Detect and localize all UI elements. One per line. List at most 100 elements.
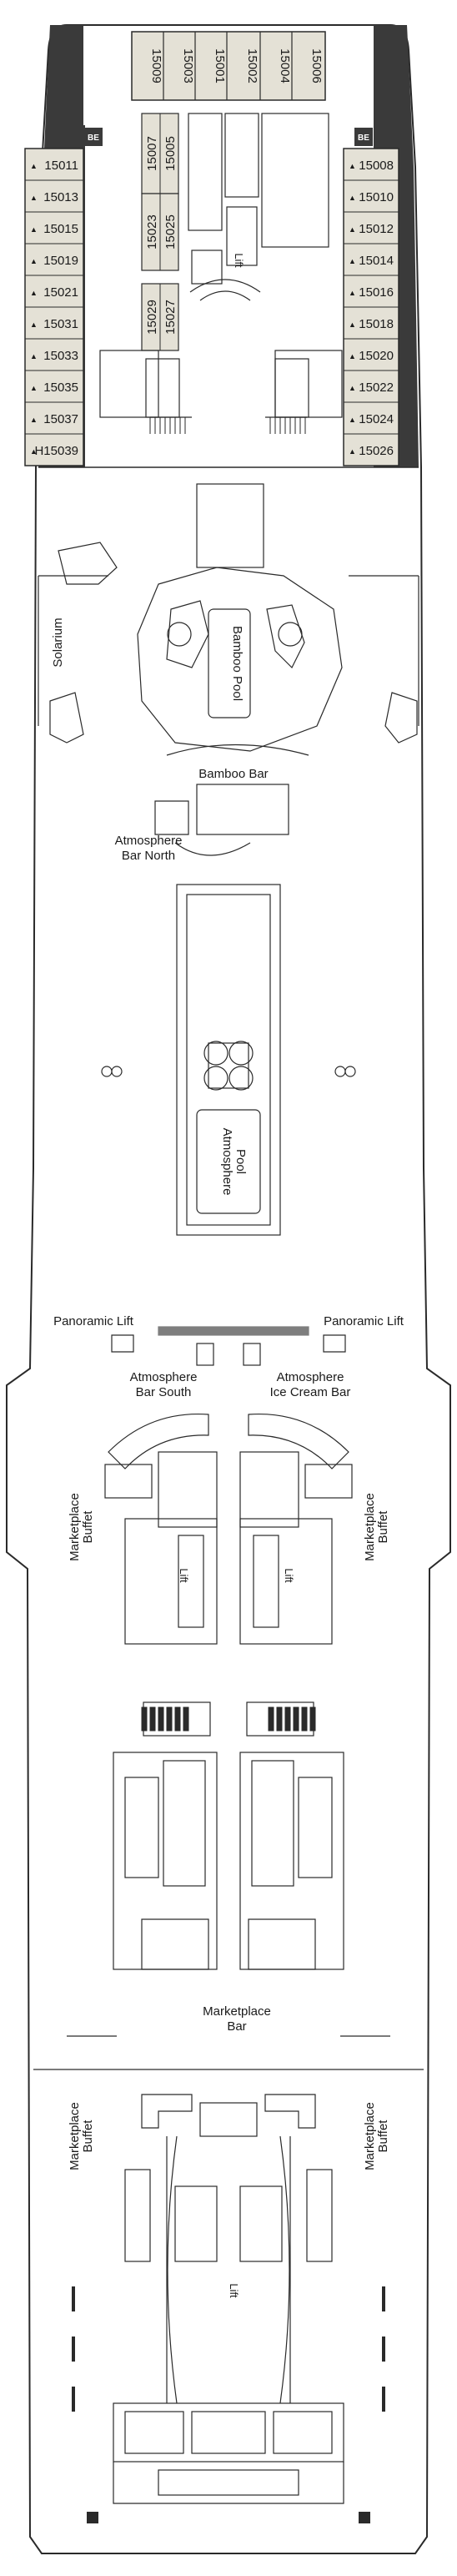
left-marker-icon: ▲ [30,384,38,392]
left-marker-icon: ▲ [30,447,38,456]
marketplace-buffet-left-2: Buffet [81,1510,95,1544]
right-cabin: 15008 [359,159,394,173]
bamboo-bar-label: Bamboo Bar [198,767,268,781]
panoramic-lift-right-label: Panoramic Lift [324,1314,404,1328]
cabin-top-5: 15004 [278,48,292,83]
right-marker-icon: ▲ [349,162,356,170]
atmosphere-bars-shapes [104,1413,353,1528]
left-cabin: 15013 [43,190,78,204]
right-cabin: 15012 [359,222,394,236]
panoramic-lift-shapes [111,1326,346,1366]
right-cabin: 15022 [359,381,394,395]
aft-marketplace-buffet-left-2: Buffet [81,2120,95,2153]
right-marker-icon: ▲ [349,194,356,202]
marketplace-area [113,1518,344,1970]
left-marker-icon: ▲ [30,194,38,202]
right-marker-icon: ▲ [349,447,356,456]
right-marker-icon: ▲ [349,225,356,234]
marketplace-stairs [141,1706,316,1732]
marketplace-buffet-right-1: Marketplace [363,1493,377,1561]
suite-badge-left: BE [84,128,103,146]
forward-stairs [149,417,306,434]
right-cabin: 15026 [359,444,394,458]
atmosphere-pool-area [101,884,356,1236]
atmosphere-ice-cream-label-2: Ice Cream Bar [270,1385,351,1399]
aft-marketplace-area [113,2094,344,2504]
marketplace-buffet-left-1: Marketplace [68,1493,82,1561]
inner-cabin-3: 15023 [145,214,159,250]
left-marker-icon: ▲ [30,289,38,297]
cabin-top-3: 15001 [213,48,227,83]
marketplace-bar-label-2: Bar [227,2019,246,2034]
aft-marketplace-buffet-left-1: Marketplace [68,2102,82,2170]
aft-marketplace-lift-label: Lift [228,2283,240,2298]
left-cabin: 15037 [43,412,78,426]
panoramic-lift-left-label: Panoramic Lift [53,1314,134,1328]
right-cabin: 15024 [359,412,394,426]
cabin-top-2: 15003 [181,48,195,83]
atmosphere-ice-cream-label-1: Atmosphere [277,1370,344,1384]
cabin-top-4: 15002 [245,48,259,83]
left-cabin: 15031 [43,317,78,331]
right-cabin: 15018 [359,317,394,331]
atmosphere-bar-south-label-1: Atmosphere [130,1370,198,1384]
left-cabin: 15033 [43,349,78,363]
suite-badge-right: BE [354,128,373,146]
inner-cabin-5: 15029 [145,300,159,335]
aft-marketplace-buffet-right-2: Buffet [376,2120,390,2153]
atmosphere-pool-label-2: Pool [234,1149,248,1174]
cabin-top-1: 15009 [149,48,163,83]
solarium-label: Solarium [51,618,65,667]
right-cabin: 15010 [359,190,394,204]
left-cabin: 15019 [43,254,78,268]
marketplace-bar-label-1: Marketplace [203,2004,271,2019]
atmosphere-pool-label-1: Atmosphere [220,1128,234,1196]
right-marker-icon: ▲ [349,352,356,360]
inner-cabin-1: 15007 [145,136,159,171]
left-marker-icon: ▲ [30,320,38,329]
right-cabin: 15016 [359,285,394,300]
left-cabin: 15021 [43,285,78,300]
top-cabins: 15009 15003 15001 15002 15004 15006 [131,31,326,101]
inner-cabin-6: 15027 [163,300,178,335]
atmosphere-bar-north-label-1: Atmosphere [115,834,183,848]
left-marker-icon: ▲ [30,352,38,360]
atmosphere-bar-north-label-2: Bar North [122,849,175,863]
right-marker-icon: ▲ [349,320,356,329]
right-cabin: 15020 [359,349,394,363]
mid-rule [33,2035,424,2070]
aft-details [72,2286,385,2523]
left-marker-icon: ▲ [30,162,38,170]
cabin-right-labels: 15008▲15010▲15012▲15014▲15016▲15018▲1502… [344,148,399,458]
solarium-area [38,483,419,856]
left-marker-icon: ▲ [30,225,38,234]
left-cabin: 15035 [43,381,78,395]
left-marker-icon: ▲ [30,416,38,424]
left-cabin: 15015 [43,222,78,236]
cabin-top-6: 15006 [309,48,324,83]
marketplace-buffet-right-2: Buffet [376,1510,390,1544]
marketplace-lift-right-label: Lift [283,1568,295,1583]
suite-badge-left-text: BE [88,134,99,143]
left-marker-icon: ▲ [30,257,38,265]
right-marker-icon: ▲ [349,289,356,297]
left-cabin: 15011 [44,159,78,173]
cabin-left-labels: 15011 ▲ 15013 ▲ 15015 ▲ 15019 ▲ 15021 ▲ 15031 ▲ 1503… [25,148,83,458]
right-marker-icon: ▲ [349,257,356,265]
forward-lift-label: Lift [233,253,245,268]
forward-core [99,113,343,418]
inner-cabin-4: 15025 [163,214,178,250]
left-cabin: H15039 [34,444,78,458]
bamboo-pool-label: Bamboo Pool [230,626,244,701]
atmosphere-bar-south-label-2: Bar South [136,1385,192,1399]
right-cabin: 15014 [359,254,394,268]
right-marker-icon: ▲ [349,384,356,392]
inner-cabin-2: 15005 [163,136,178,171]
aft-marketplace-buffet-right-1: Marketplace [363,2102,377,2170]
suite-badge-right-text: BE [358,134,369,143]
marketplace-lift-left-label: Lift [178,1568,190,1583]
right-marker-icon: ▲ [349,416,356,424]
inner-cabins: 15007 15005 15023 15025 15029 15027 [141,113,179,351]
